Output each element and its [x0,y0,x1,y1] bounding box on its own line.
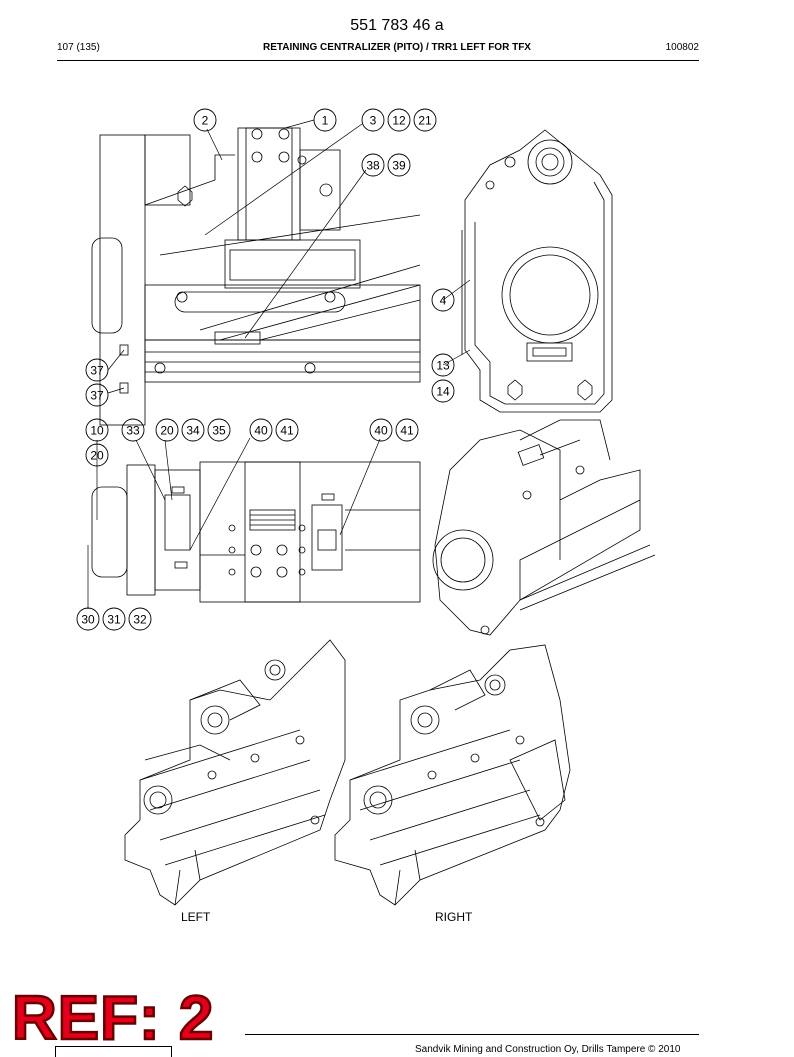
callout-34: 34 [181,418,205,442]
iso-view-right [334,644,571,906]
page-title: RETAINING CENTRALIZER (PITO) / TRR1 LEFT… [263,42,531,53]
leader-lines [87,119,471,609]
callout-13: 13 [431,353,455,377]
iso-view-middle [432,419,656,636]
page-counter: 107 (135) [57,42,100,53]
callout-12: 12 [387,108,411,132]
svg-text:33: 33 [126,424,140,438]
company-logo-box [55,1046,172,1057]
callout-40-left: 40 [249,418,273,442]
svg-text:32: 32 [133,613,147,627]
top-view [91,461,421,603]
callout-20: 20 [155,418,179,442]
svg-text:10: 10 [90,424,104,438]
svg-text:41: 41 [280,424,294,438]
svg-text:12: 12 [392,114,406,128]
callout-10: 10 [85,418,109,442]
callout-39: 39 [387,153,411,177]
iso-view-left [124,639,346,906]
svg-text:2: 2 [202,114,209,128]
view-label-right: RIGHT [435,910,473,924]
footer-copyright: Sandvik Mining and Construction Oy, Dril… [415,1044,681,1055]
callout-35: 35 [207,418,231,442]
callout-1: 1 [313,108,337,132]
callout-41-right: 41 [395,418,419,442]
svg-text:4: 4 [440,294,447,308]
callout-21: 21 [413,108,437,132]
callout-40-right: 40 [369,418,393,442]
side-view [91,127,421,426]
callout-32: 32 [128,607,152,631]
svg-text:14: 14 [436,385,450,399]
svg-text:37: 37 [90,389,104,403]
header-divider [57,60,699,61]
document-code: 100802 [665,42,699,53]
svg-text:1: 1 [322,114,329,128]
callout-3: 3 [361,108,385,132]
callout-20-left: 20 [85,443,109,467]
callout-30: 30 [76,607,100,631]
svg-text:30: 30 [81,613,95,627]
footer-divider [245,1034,699,1035]
ref-stamp: REF: 2 [11,984,215,1053]
end-view [461,129,613,413]
svg-text:31: 31 [107,613,121,627]
svg-text:20: 20 [160,424,174,438]
callout-31: 31 [102,607,126,631]
svg-text:21: 21 [418,114,432,128]
callout-2: 2 [193,108,217,132]
svg-text:34: 34 [186,424,200,438]
callout-38: 38 [361,153,385,177]
svg-text:3: 3 [370,114,377,128]
svg-text:38: 38 [366,159,380,173]
svg-text:40: 40 [254,424,268,438]
svg-text:35: 35 [212,424,226,438]
svg-text:13: 13 [436,359,450,373]
callout-4: 4 [431,288,455,312]
callout-14: 14 [431,379,455,403]
callout-37-lower: 37 [85,383,109,407]
svg-text:20: 20 [90,449,104,463]
svg-text:37: 37 [90,364,104,378]
svg-text:39: 39 [392,159,406,173]
document-number: 551 783 46 a [350,17,444,34]
svg-text:41: 41 [400,424,414,438]
callout-37-upper: 37 [85,358,109,382]
callout-41-left: 41 [275,418,299,442]
callout-33: 33 [121,418,145,442]
svg-text:40: 40 [374,424,388,438]
callout-bubbles: 1 2 3 12 21 38 39 4 13 14 37 37 10 20 33… [76,108,455,631]
view-label-left: LEFT [181,910,211,924]
